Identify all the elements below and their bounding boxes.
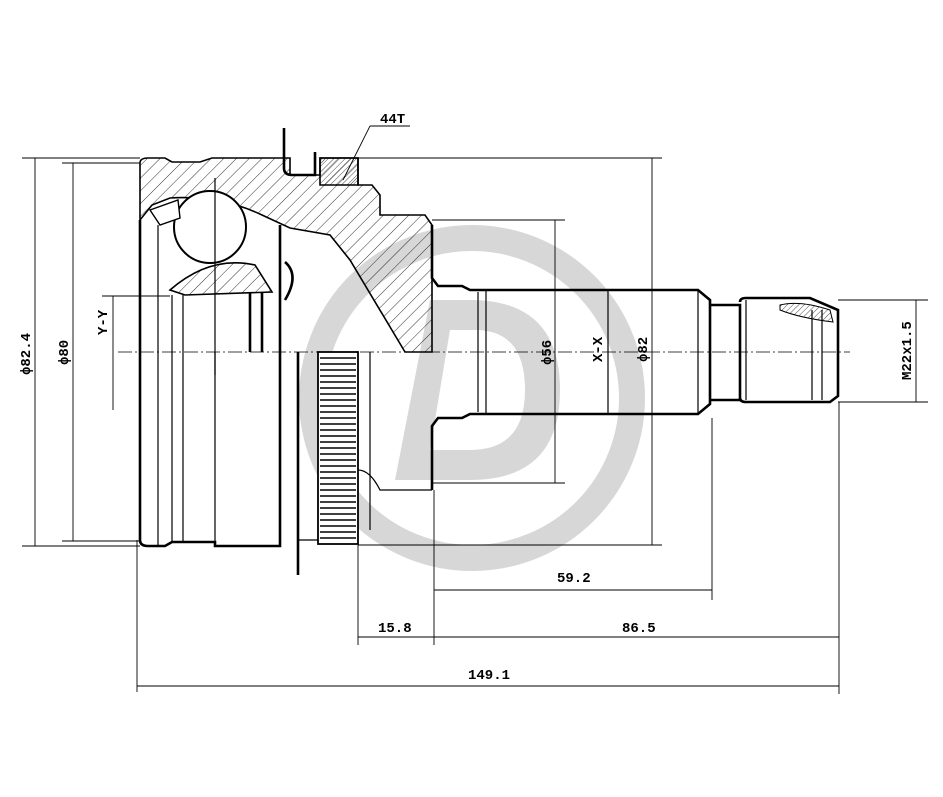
length-59-2-label: 59.2 [557,571,591,587]
length-149-1-label: 149.1 [468,668,510,684]
watermark-logo [299,225,645,571]
outer-diameter-label: ϕ82.4 [19,333,35,375]
abs-tone-ring [317,351,432,545]
dia-56-label: ϕ56 [540,340,556,365]
length-15-8-label: 15.8 [378,621,412,637]
dimension-lines [22,125,928,694]
housing-diameter-label: ϕ80 [57,340,73,365]
length-86-5-label: 86.5 [622,621,656,637]
housing-section [139,128,433,375]
dia-82-label: ϕ82 [636,337,652,362]
housing-body [138,220,322,575]
thread-spec-label: M22x1.5 [900,321,916,380]
teeth-count-label: 44T [380,112,405,128]
section-yy-label: Y-Y [96,309,112,335]
section-xx-label: X-X [591,336,607,362]
shaft [430,225,840,490]
